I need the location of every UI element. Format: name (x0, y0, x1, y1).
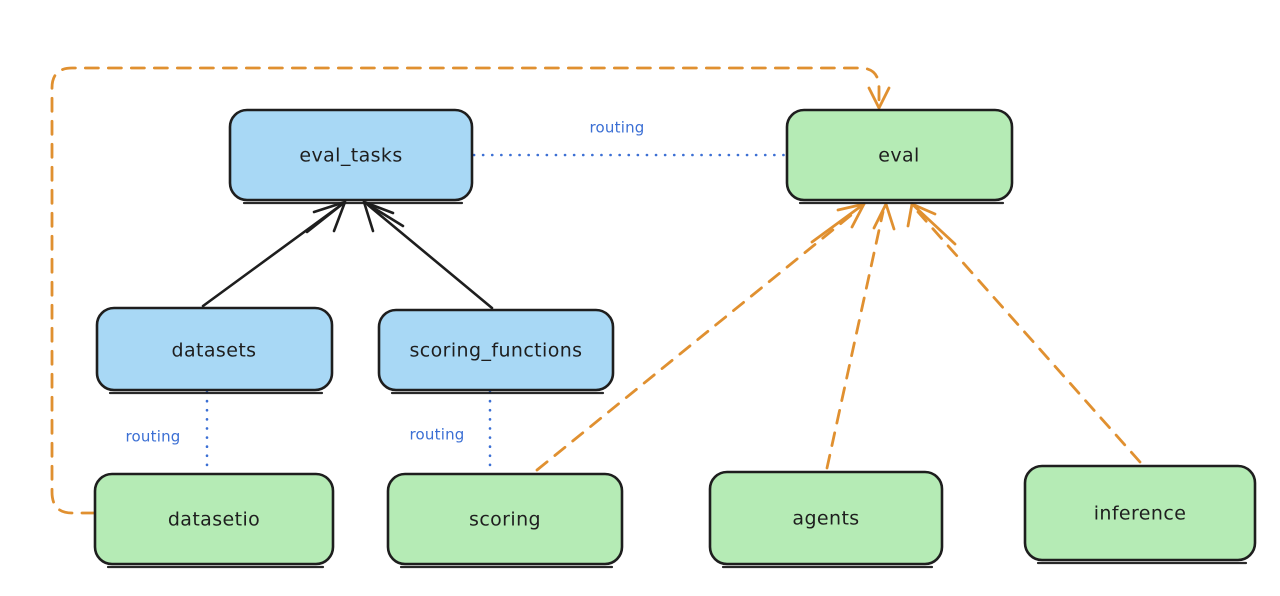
node-agents-label: agents (792, 508, 859, 530)
node-eval[interactable]: eval (785, 108, 1014, 205)
edge-layer-dotted (205, 153, 788, 475)
node-scoring-label: scoring (469, 509, 541, 531)
arrowhead-scoring-eval-barb (810, 202, 866, 244)
node-datasets-label: datasets (172, 340, 257, 362)
edge-label-routing-eval-tasks-eval: routing (590, 119, 645, 137)
node-scoring-functions-label: scoring_functions (410, 340, 583, 362)
node-inference-label: inference (1094, 503, 1187, 525)
node-datasets[interactable]: datasets (95, 306, 334, 395)
node-scoring-box (386, 472, 624, 566)
arrowhead-datasetio-eval (867, 86, 891, 110)
edge-inference-to-eval[interactable] (906, 202, 1142, 464)
node-scoring[interactable]: scoring (386, 472, 624, 569)
edge-scoring-functions-to-eval-tasks[interactable] (362, 200, 494, 310)
arrowhead-scoring-functions-eval-tasks-barb (362, 200, 405, 228)
node-inference[interactable]: inference (1023, 464, 1257, 565)
arrowhead-datasets-eval-tasks-barb (305, 200, 347, 234)
edge-datasets-to-eval-tasks[interactable] (201, 200, 347, 308)
node-datasets-box (95, 306, 334, 392)
edge-datasetio-to-eval[interactable] (50, 66, 891, 515)
node-scoring-functions[interactable]: scoring_functions (377, 308, 615, 395)
edge-path-datasetio-eval (50, 66, 881, 515)
node-scoring-functions-box (377, 308, 615, 392)
arrowhead-inference-eval-barb (910, 202, 957, 246)
node-eval-tasks-box (228, 108, 474, 202)
node-datasetio-label: datasetio (168, 509, 260, 531)
node-datasetio-box (93, 472, 335, 566)
node-agents-box (708, 470, 944, 566)
arrowhead-agents-eval (872, 202, 896, 231)
edge-label-routing-scoring-functions-scoring: routing (410, 426, 465, 444)
edge-agents-to-eval[interactable] (825, 202, 896, 470)
node-eval-tasks[interactable]: eval_tasks (228, 108, 474, 205)
edge-path-scoring-eval (535, 210, 857, 472)
edge-label-routing-datasets-datasetio: routing (126, 428, 181, 446)
edge-path-agents-eval (825, 210, 885, 470)
node-agents[interactable]: agents (708, 470, 944, 569)
edge-path-inference-eval (916, 210, 1142, 464)
edge-path-scoring-functions-eval-tasks (366, 203, 494, 310)
node-inference-box (1023, 464, 1257, 562)
node-eval-label: eval (878, 145, 919, 167)
edge-layer-solid (201, 200, 494, 310)
node-eval-tasks-label: eval_tasks (299, 145, 402, 167)
edge-label-layer: routing routing routing (126, 119, 645, 446)
node-datasetio[interactable]: datasetio (93, 472, 335, 569)
node-eval-box (785, 108, 1014, 202)
